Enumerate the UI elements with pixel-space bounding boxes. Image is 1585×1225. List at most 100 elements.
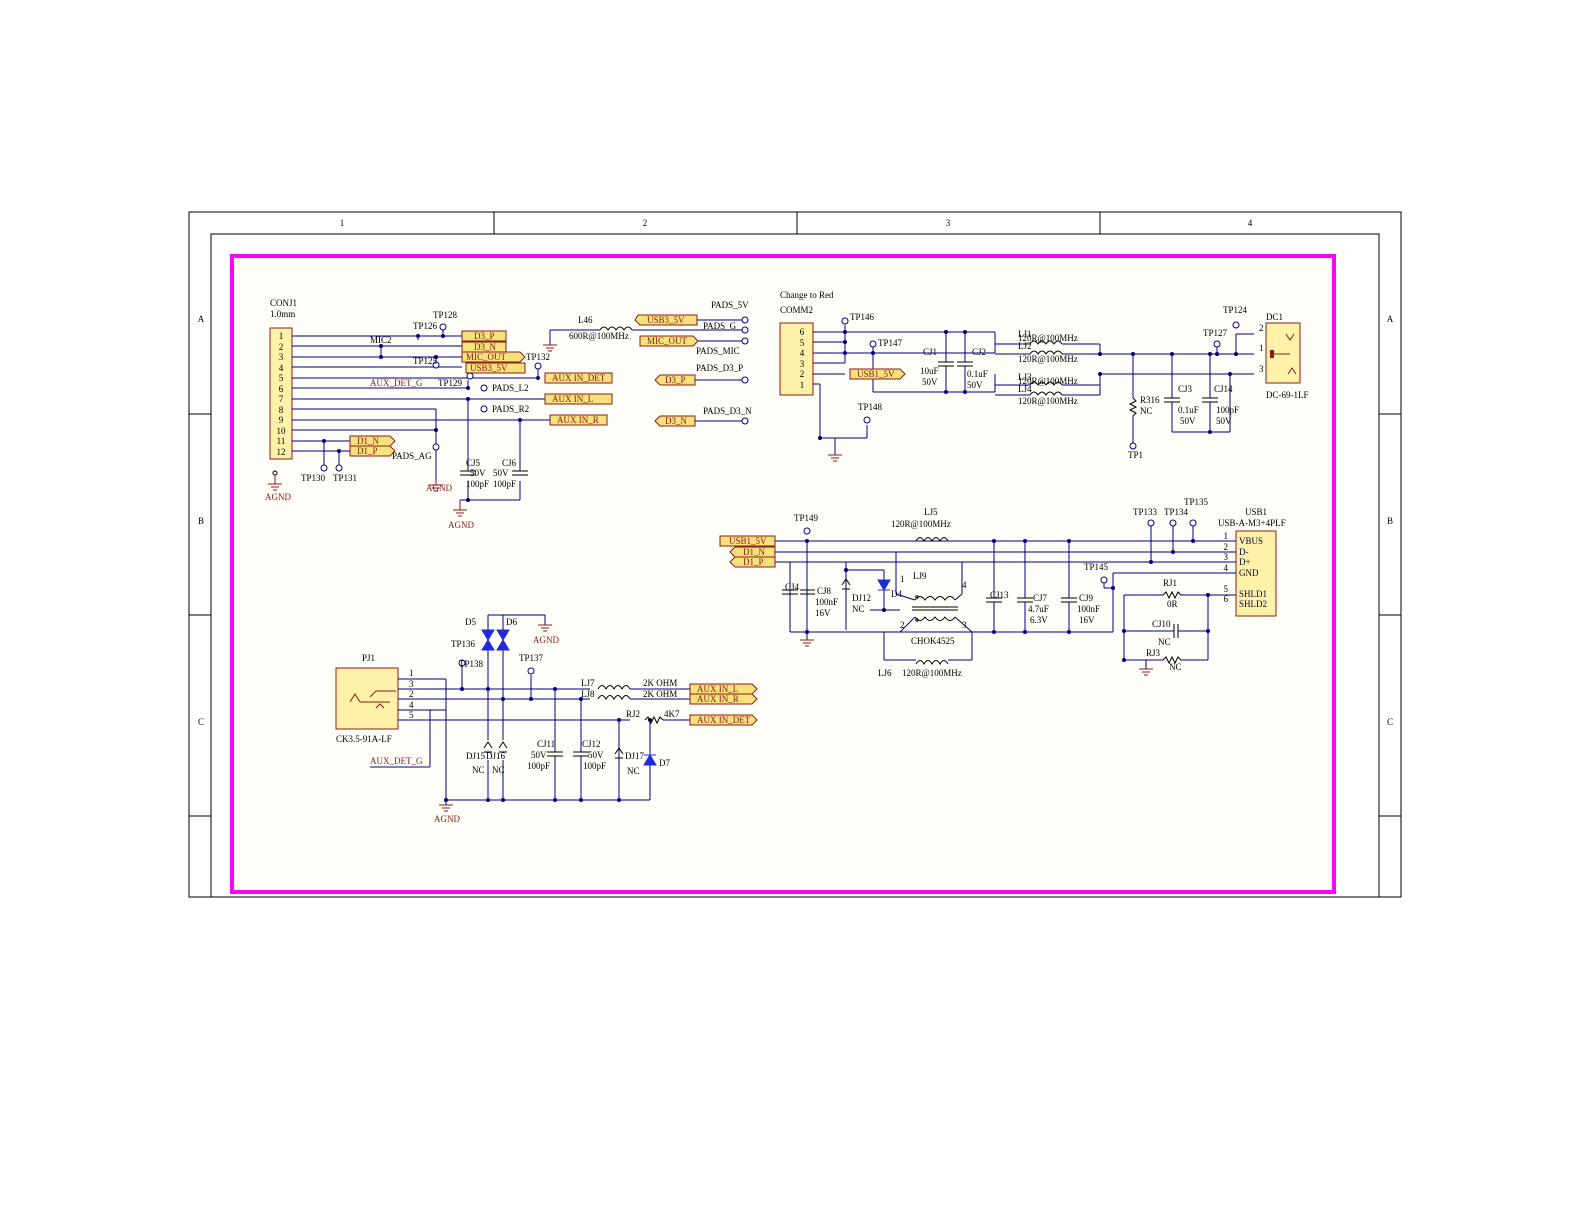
dj12-diode[interactable]: DJ12 NC (841, 562, 871, 630)
cj8-ref: CJ8 (817, 586, 832, 596)
port-d1-p-right[interactable]: D1_P (743, 557, 764, 567)
port-mic-out[interactable]: MIC_OUT (466, 352, 507, 362)
dj17-diode[interactable]: DJ17 NC (614, 747, 645, 776)
cj6-capacitor[interactable]: CJ6 50V 100pF (493, 458, 528, 489)
cj2-ref: CJ2 (972, 347, 986, 357)
port-d3-n-right[interactable]: D3_N (665, 416, 687, 426)
frame-row-c-right: C (1387, 717, 1393, 727)
svg-text:10: 10 (277, 426, 287, 436)
port-usb1-5v-comm[interactable]: USB1_5V (857, 369, 895, 379)
cj1-capacitor[interactable]: CJ1 10uF 50V (920, 330, 954, 394)
cj8-capacitor[interactable]: CJ8 100nF 16V (800, 586, 838, 618)
conj1-pin-numbers: 1 2 3 4 5 6 7 8 9 10 11 12 (277, 331, 287, 457)
usb1-connector[interactable]: USB1 USB-A-M3+4PLF 1 2 3 4 5 6 VBUS D- D… (1218, 507, 1286, 617)
rj3-resistor[interactable]: RJ3 NC (1122, 595, 1209, 676)
cj7-capacitor[interactable]: CJ7 4.7uF 6.3V (1017, 539, 1049, 634)
port-aux-in-r[interactable]: AUX IN_R (557, 415, 599, 425)
tp138-icon (458, 659, 466, 667)
lj1-value: 120R@100MHz (1018, 333, 1078, 343)
svg-text:3: 3 (800, 359, 805, 369)
svg-text:50V: 50V (588, 750, 604, 760)
svg-text:6.3V: 6.3V (1030, 615, 1048, 625)
net-pads-d3-p: PADS_D3_P (696, 363, 743, 373)
cj12-ref: CJ12 (582, 739, 601, 749)
tp149-label: TP149 (794, 513, 819, 523)
pads-d3-n-pad-icon (741, 417, 749, 425)
lj7-ref: LJ7 (581, 678, 595, 688)
cj4-capacitor[interactable]: CJ4 (782, 582, 800, 595)
pj1-audio-jack[interactable]: PJ1 1 3 2 4 5 CK3.5-91A-LF (335, 653, 414, 744)
port-usb1-5v[interactable]: USB1_5V (729, 536, 767, 546)
r316-resistor[interactable]: R316 NC TP1 (1128, 352, 1160, 460)
pads-ag-pad-icon (432, 443, 440, 451)
tp147-label: TP147 (878, 338, 903, 348)
cj2-capacitor[interactable]: CJ2 0.1uF 50V (957, 330, 988, 394)
dj15-diode[interactable]: DJ15 NC (466, 741, 493, 775)
lj1-lj4-inductors[interactable]: LJ1 120R@100MHz LJ2 120R@100MHz LJ3 120R… (994, 329, 1254, 406)
tp133-icon (1147, 519, 1155, 527)
comm2-connector[interactable]: Change to Red COMM2 6 5 4 3 2 1 (779, 290, 834, 396)
net-pads-l2: PADS_L2 (492, 383, 529, 393)
port-aux-in-r-right[interactable]: AUX IN_R (697, 694, 739, 704)
cj14-capacitor[interactable]: CJ14 100pF 50V (1202, 352, 1239, 432)
tp134-icon (1169, 519, 1177, 527)
lj7-inductor[interactable]: LJ7 2K OHM (581, 678, 690, 691)
port-d1-n[interactable]: D1_N (357, 436, 379, 446)
cj10-capacitor[interactable]: CJ10 NC (1122, 619, 1210, 647)
tp148-icon (863, 416, 871, 424)
l46-inductor[interactable]: L46 600R@100MHz (543, 315, 640, 352)
port-d1-p[interactable]: D1_P (357, 446, 378, 456)
cj5-ref: CJ5 (466, 458, 481, 468)
lj5-inductor[interactable]: LJ5 120R@100MHz (891, 507, 951, 543)
rj2-resistor[interactable]: RJ2 4K7 (626, 709, 690, 725)
lj5-ref: LJ5 (924, 507, 938, 517)
tp135-icon (1189, 519, 1197, 527)
port-d3-n[interactable]: D3_N (474, 342, 496, 352)
port-aux-in-det-right[interactable]: AUX IN_DET (697, 715, 751, 725)
frame-col-3: 3 (946, 218, 951, 228)
pads-d3-p-pad-icon (741, 376, 749, 384)
conj1-agnd: AGND (265, 492, 291, 502)
frame-row-b-left: B (198, 516, 204, 526)
conj1-connector[interactable]: CONJ1 1.0mm 1 2 3 4 5 6 7 8 9 10 11 12 A… (265, 298, 297, 502)
lj6-ref: LJ6 (878, 668, 892, 678)
d7-tvs-diode[interactable]: D7 (643, 754, 670, 768)
frame-row-b-right: B (1387, 516, 1393, 526)
cj13-capacitor[interactable]: CJ13 (986, 539, 1009, 634)
tp135-label: TP135 (1184, 497, 1209, 507)
lj6-inductor[interactable]: LJ6 120R@100MHz (878, 632, 973, 678)
tp132-icon (534, 362, 542, 370)
tp129-icon (466, 372, 474, 380)
port-d1-n-right[interactable]: D1_N (743, 547, 765, 557)
port-d3-p[interactable]: D3_P (474, 331, 495, 341)
tp125-label: TP125 (413, 356, 438, 366)
tp124-icon (1232, 321, 1240, 329)
cj5-capacitor[interactable]: CJ5 50V 100pF (460, 458, 489, 489)
dj16-diode[interactable]: DJ16 NC (486, 741, 508, 775)
tp145-icon (1100, 576, 1108, 584)
cj9-capacitor[interactable]: CJ9 100nF 16V (1061, 539, 1100, 634)
lj8-inductor[interactable]: LJ8 2K OHM (581, 689, 690, 701)
svg-text:D+: D+ (1239, 557, 1251, 567)
pads-r2-pad-icon (480, 405, 488, 413)
port-usb3-5v[interactable]: USB3_5V (470, 363, 508, 373)
cj11-capacitor[interactable]: CJ11 50V 100pF (527, 739, 563, 771)
port-aux-in-l[interactable]: AUX IN_L (552, 394, 593, 404)
d6-tvs-diode[interactable]: D6 (496, 617, 517, 651)
port-aux-in-det[interactable]: AUX IN_DET (552, 373, 606, 383)
tp128-icon (439, 323, 447, 331)
d5-tvs-diode[interactable]: D5 (465, 617, 495, 651)
cj12-capacitor[interactable]: CJ12 50V 100pF (573, 739, 606, 771)
port-aux-in-l-right[interactable]: AUX IN_L (697, 684, 738, 694)
tp1-label: TP1 (1128, 450, 1143, 460)
lj9-common-mode-choke[interactable]: 1 4 2 3 LJ9 CHOK4525 (895, 562, 973, 646)
port-usb3-5v-right[interactable]: USB3_5V (647, 315, 685, 325)
r316-value: NC (1140, 406, 1153, 416)
port-mic-out-right[interactable]: MIC_OUT (647, 336, 688, 346)
port-d3-p-right[interactable]: D3_P (665, 375, 686, 385)
dc1-jack[interactable]: DC1 2 1 3 DC-69-1LF (1259, 312, 1309, 400)
pj1-part: CK3.5-91A-LF (336, 734, 392, 744)
cj3-capacitor[interactable]: CJ3 0.1uF 50V (1164, 352, 1199, 432)
tp132-label: TP132 (526, 352, 550, 362)
